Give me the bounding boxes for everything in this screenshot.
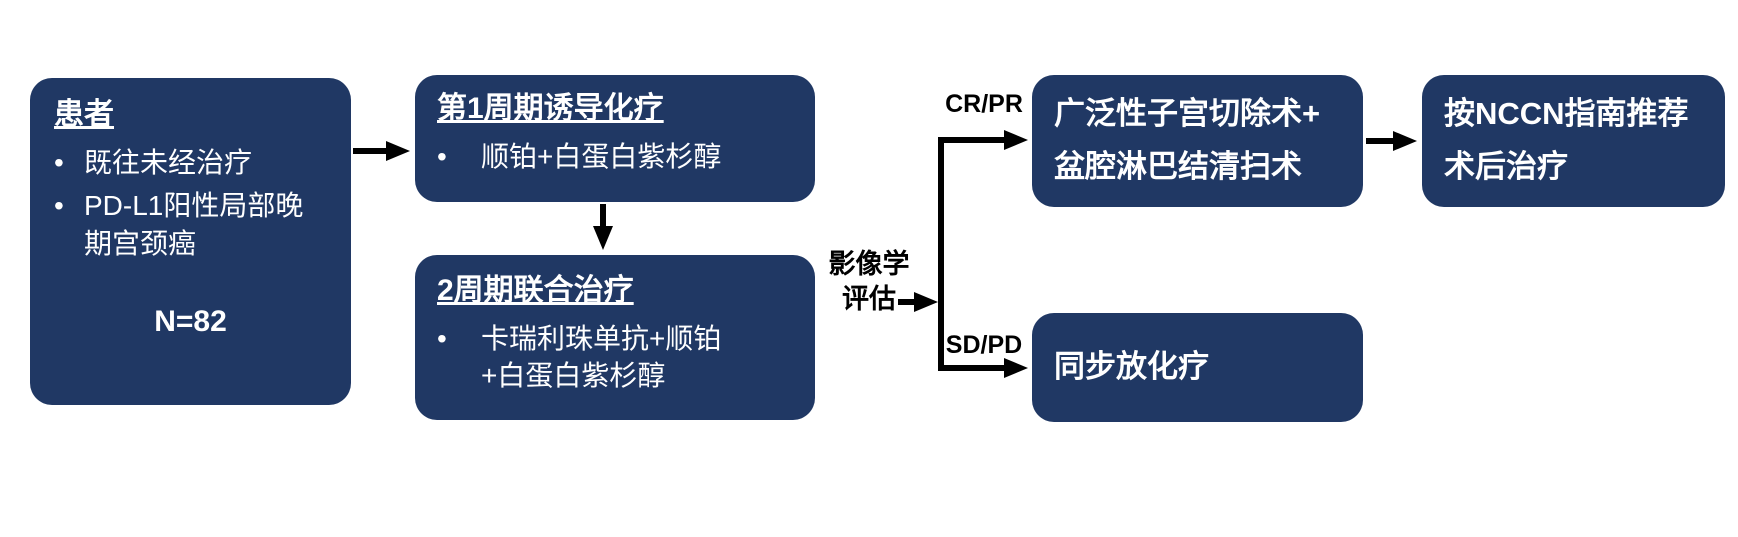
induction-box: 第1周期诱导化疗 • 顺铂+白蛋白紫杉醇 xyxy=(415,75,815,202)
ccrt-box: 同步放化疗 xyxy=(1032,313,1363,422)
nccn-line1: 按NCCN指南推荐 xyxy=(1444,96,1689,132)
bullet-dot-icon: • xyxy=(437,322,447,354)
bullet-dot-icon: • xyxy=(54,190,64,222)
bullet-text: 卡瑞利珠单抗+顺铂+白蛋白紫杉醇 xyxy=(481,322,722,392)
list-item: • PD-L1阳性局部晚期宫颈癌 xyxy=(54,187,327,263)
bullet-dot-icon: • xyxy=(437,140,447,172)
nccn-line2: 术后治疗 xyxy=(1444,149,1568,184)
patients-bullets: • 既往未经治疗 • PD-L1阳性局部晚期宫颈癌 xyxy=(54,144,327,263)
combination-title: 2周期联合治疗 xyxy=(437,274,634,307)
list-item: • 既往未经治疗 xyxy=(54,144,327,182)
imaging-assessment-label: 影像学 评估 xyxy=(816,247,922,317)
surgery-line1: 广泛性子宫切除术+ xyxy=(1054,96,1321,132)
bullet-dot-icon: • xyxy=(54,146,64,178)
crpr-branch-label: CR/PR xyxy=(945,90,1023,118)
bullet-text: 顺铂+白蛋白紫杉醇 xyxy=(481,140,722,172)
induction-title: 第1周期诱导化疗 xyxy=(437,92,664,125)
list-item: • 顺铂+白蛋白紫杉醇 xyxy=(437,138,793,176)
assessment-line1: 影像学 xyxy=(828,249,910,279)
induction-bullets: • 顺铂+白蛋白紫杉醇 xyxy=(437,138,793,176)
assessment-line2: 评估 xyxy=(842,284,896,315)
patients-box: 患者 • 既往未经治疗 • PD-L1阳性局部晚期宫颈癌 N=82 xyxy=(30,78,351,405)
nccn-box: 按NCCN指南推荐 术后治疗 xyxy=(1422,75,1725,207)
list-item: • 卡瑞利珠单抗+顺铂+白蛋白紫杉醇 xyxy=(437,320,793,396)
patients-title: 患者 xyxy=(54,98,114,131)
combination-bullets: • 卡瑞利珠单抗+顺铂+白蛋白紫杉醇 xyxy=(437,320,793,396)
combination-box: 2周期联合治疗 • 卡瑞利珠单抗+顺铂+白蛋白紫杉醇 xyxy=(415,255,815,420)
bullet-text: PD-L1阳性局部晚期宫颈癌 xyxy=(84,190,304,260)
sample-size-label: N=82 xyxy=(154,304,227,338)
ccrt-label: 同步放化疗 xyxy=(1054,349,1209,385)
bullet-text: 既往未经治疗 xyxy=(84,146,253,178)
surgery-box: 广泛性子宫切除术+ 盆腔淋巴结清扫术 xyxy=(1032,75,1363,207)
surgery-line2: 盆腔淋巴结清扫术 xyxy=(1054,149,1302,184)
sdpd-branch-label: SD/PD xyxy=(945,331,1023,359)
